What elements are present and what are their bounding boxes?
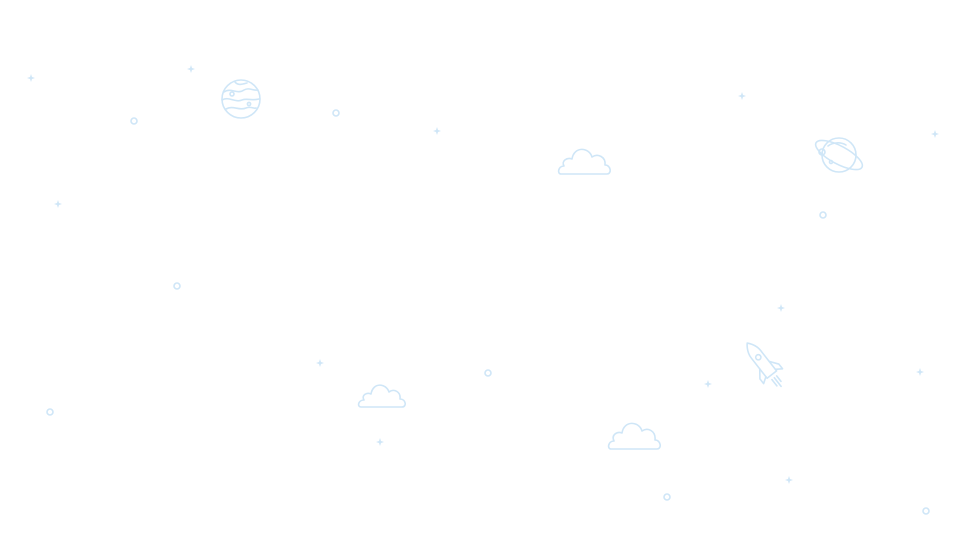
cloud-icon bbox=[607, 422, 661, 450]
star-icon bbox=[27, 65, 939, 484]
cloud-icon bbox=[357, 384, 406, 408]
ringed-planet-icon bbox=[814, 137, 864, 173]
cloud-icon bbox=[557, 148, 611, 175]
dot-icon bbox=[46, 109, 930, 515]
rocket-icon bbox=[746, 342, 784, 388]
planet-icon bbox=[221, 79, 261, 119]
